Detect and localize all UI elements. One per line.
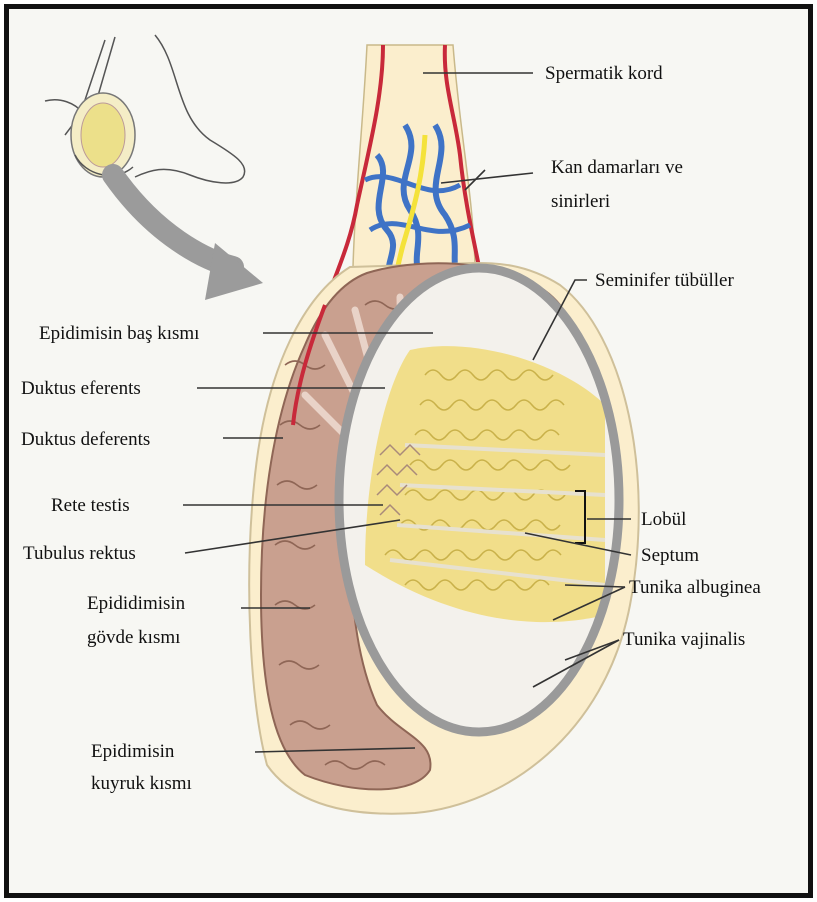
- label-tunica-albuginea: Tunika albuginea: [629, 577, 761, 598]
- label-epididymis-head: Epidimisin baş kısmı: [39, 323, 199, 344]
- label-vas-deferens: Duktus deferents: [21, 429, 150, 450]
- label-spermatic-cord: Spermatik kord: [545, 63, 663, 84]
- label-tubulus-rectus: Tubulus rektus: [23, 543, 136, 564]
- pointer-arrow-icon: [113, 175, 263, 300]
- label-seminiferous-tubules: Seminifer tübüller: [595, 270, 734, 291]
- label-lobule: Lobül: [641, 509, 686, 530]
- label-septum: Septum: [641, 545, 699, 566]
- label-efferent-ducts: Duktus eferents: [21, 378, 141, 399]
- label-vessels-nerves-line2: sinirleri: [551, 191, 610, 212]
- label-epididymis-tail-line2: kuyruk kısmı: [91, 773, 192, 794]
- label-rete-testis: Rete testis: [51, 495, 130, 516]
- label-epididymis-body-line1: Epididimisin: [87, 593, 186, 614]
- body-outline-inset-icon: [45, 35, 245, 183]
- label-epididymis-tail-line1: Epidimisin: [91, 741, 175, 762]
- label-tunica-vaginalis: Tunika vajinalis: [623, 629, 745, 650]
- label-vessels-nerves-line1: Kan damarları ve: [551, 157, 683, 178]
- testis-anatomy-diagram: Spermatik kord Kan damarları ve sinirler…: [9, 9, 808, 893]
- diagram-frame: Spermatik kord Kan damarları ve sinirler…: [4, 4, 813, 898]
- label-epididymis-body-line2: gövde kısmı: [87, 627, 180, 648]
